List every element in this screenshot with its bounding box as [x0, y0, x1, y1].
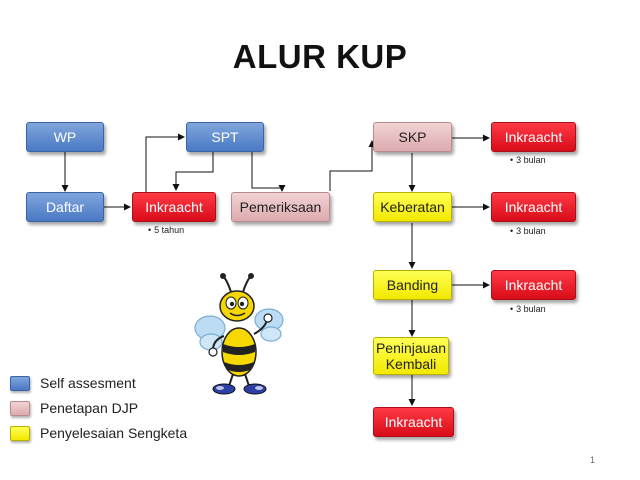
- slide-number: 1: [590, 455, 596, 465]
- legend-swatch-yellow: [10, 425, 30, 441]
- node-inkraacht-final: Inkraacht: [373, 407, 454, 437]
- legend-label: Self assesment: [40, 375, 136, 391]
- node-pemeriksaan: Pemeriksaan: [231, 192, 330, 222]
- legend-label: Penyelesaian Sengketa: [40, 425, 188, 441]
- node-inkraacht-skp: Inkraacht: [491, 122, 576, 152]
- node-inkraacht-daftar: Inkraacht: [132, 192, 216, 222]
- node-peninjauan-kembali: Peninjauan Kembali: [373, 337, 449, 375]
- legend-swatch-pink: [10, 400, 30, 416]
- connector-spt-inkraacht: [172, 152, 214, 191]
- legend-item-penetapan-djp: Penetapan DJP: [10, 400, 138, 416]
- legend-swatch-blue: [10, 375, 30, 391]
- note-banding-duration: 3 bulan: [510, 304, 546, 314]
- node-banding: Banding: [373, 270, 452, 300]
- node-daftar: Daftar: [26, 192, 104, 222]
- node-keberatan: Keberatan: [373, 192, 452, 222]
- node-wp: WP: [26, 122, 104, 152]
- connector-pemeriksaan-skp: [329, 140, 376, 191]
- slide-title: ALUR KUP: [232, 38, 408, 75]
- note-keberatan-duration: 3 bulan: [510, 226, 546, 236]
- note-skp-duration: 3 bulan: [510, 155, 546, 165]
- node-skp: SKP: [373, 122, 452, 152]
- node-inkraacht-banding: Inkraacht: [491, 270, 576, 300]
- node-inkraacht-keberatan: Inkraacht: [491, 192, 576, 222]
- node-spt: SPT: [186, 122, 264, 152]
- note-daftar-duration: 5 tahun: [148, 225, 184, 235]
- connector-inkraacht-spt: [145, 133, 185, 192]
- legend-item-penyelesaian-sengketa: Penyelesaian Sengketa: [10, 425, 187, 441]
- legend-label: Penetapan DJP: [40, 400, 139, 416]
- connector-spt-pemeriksaan: [251, 152, 286, 192]
- bee-mascot-icon: [194, 273, 284, 395]
- legend-item-self-assessment: Self assesment: [10, 375, 136, 391]
